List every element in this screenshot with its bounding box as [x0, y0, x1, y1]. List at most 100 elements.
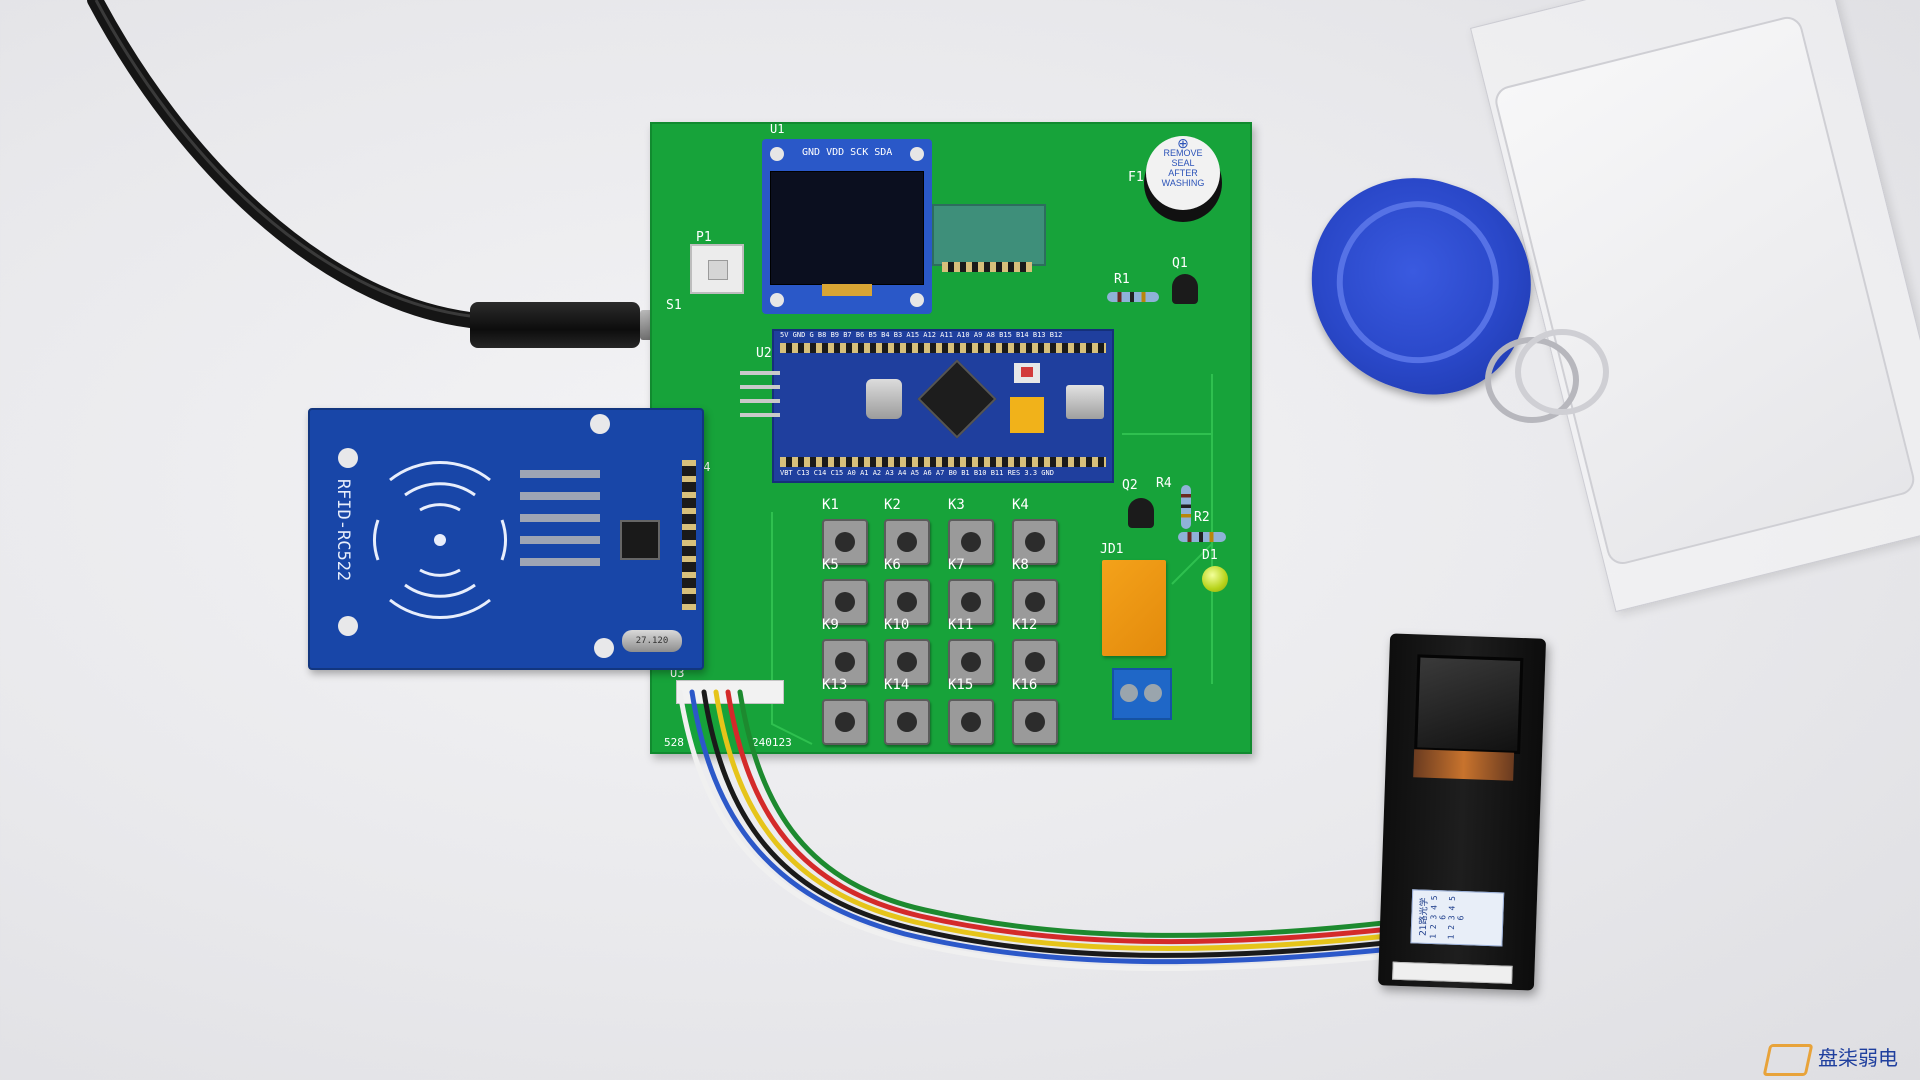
sticker-row1: 1 2 3 4 5 6	[1428, 895, 1448, 939]
transistor-q1	[1172, 274, 1198, 304]
rfid-antenna	[373, 461, 507, 619]
label-jd1: JD1	[1100, 542, 1124, 557]
stm32-reset-button[interactable]	[1014, 363, 1040, 383]
label-k14: K14	[884, 677, 910, 693]
stm32-bottom-pin-labels: VBT C13 C14 C15 A0 A1 A2 A3 A4 A5 A6 A7 …	[780, 469, 1054, 477]
relay-jd1	[1102, 560, 1166, 656]
rfid-smd-block	[520, 470, 600, 580]
label-p1: P1	[696, 230, 712, 245]
fingerprint-window	[1414, 654, 1524, 754]
label-k6: K6	[884, 557, 901, 573]
key-k10[interactable]	[884, 639, 930, 685]
key-k16[interactable]	[1012, 699, 1058, 745]
label-f1: F1	[1128, 170, 1144, 185]
keypad: K1 K2 K3 K4 K5 K6 K7 K8 K9 K10 K11 K12 K…	[812, 497, 1072, 749]
dc-plug	[470, 302, 640, 348]
resistor-r2	[1178, 532, 1226, 542]
watermark: 盘柒弱电	[1762, 1040, 1916, 1076]
serial-left: 528	[664, 736, 684, 749]
label-d1: D1	[1202, 548, 1218, 563]
oled-module: GND VDD SCK SDA	[762, 139, 932, 314]
key-k9[interactable]	[822, 639, 868, 685]
label-k3: K3	[948, 497, 965, 513]
oled-hole	[770, 293, 784, 307]
rfid-crystal-label: 27.120	[635, 636, 669, 646]
rfid-chip	[620, 520, 660, 560]
transistor-q2	[1128, 498, 1154, 528]
key-rings	[1485, 329, 1609, 423]
stm32-board: 5V GND G B8 B9 B7 B6 B5 B4 B3 A15 A12 A1…	[740, 329, 1114, 483]
fingerprint-sticker: 21路光学 1 2 3 4 5 6 1 2 3 4 5 6	[1410, 889, 1505, 947]
buzzer-seal: ⊕ REMOVE SEAL AFTER WASHING	[1146, 136, 1220, 210]
label-s1: S1	[666, 298, 682, 313]
label-k9: K9	[822, 617, 839, 633]
label-k8: K8	[1012, 557, 1029, 573]
key-k8[interactable]	[1012, 579, 1058, 625]
key-k6[interactable]	[884, 579, 930, 625]
terminal-block	[1112, 668, 1172, 720]
serial-right: 240123	[752, 736, 792, 749]
stm32-swd-header	[740, 371, 780, 427]
key-k11[interactable]	[948, 639, 994, 685]
label-r2: R2	[1194, 510, 1210, 525]
label-k11: K11	[948, 617, 974, 633]
main-pcb: GND VDD SCK SDA U1 P1 S1 F1 ⊕ REMOVE SEA…	[650, 122, 1252, 754]
label-k4: K4	[1012, 497, 1029, 513]
header-pins	[942, 262, 1032, 272]
oled-screen	[770, 171, 924, 285]
rfid-module: RFID-RC522 27.120	[308, 408, 704, 670]
oled-ribbon	[822, 284, 872, 296]
oled-hole	[770, 147, 784, 161]
fingerprint-prism	[1413, 749, 1515, 781]
watermark-text: 盘柒弱电	[1818, 1046, 1898, 1070]
key-k14[interactable]	[884, 699, 930, 745]
label-k5: K5	[822, 557, 839, 573]
rfid-hole	[594, 638, 614, 658]
label-k7: K7	[948, 557, 965, 573]
watermark-logo-icon	[1762, 1044, 1814, 1076]
label-k1: K1	[822, 497, 839, 513]
rfid-header	[682, 460, 696, 610]
sticker-row2: 1 2 3 4 5 6	[1446, 895, 1466, 940]
stm32-crystal	[866, 379, 902, 419]
reset-switch[interactable]	[690, 244, 744, 294]
label-r4: R4	[1156, 476, 1172, 491]
rfid-crystal: 27.120	[622, 630, 682, 652]
label-u1: U1	[770, 122, 785, 136]
key-k5[interactable]	[822, 579, 868, 625]
key-k15[interactable]	[948, 699, 994, 745]
key-k2[interactable]	[884, 519, 930, 565]
oled-pin-labels: GND VDD SCK SDA	[802, 147, 893, 158]
key-k12[interactable]	[1012, 639, 1058, 685]
pcb-traces	[771, 374, 1213, 745]
rfid-hole	[338, 448, 358, 468]
buzzer: ⊕ REMOVE SEAL AFTER WASHING	[1144, 136, 1222, 222]
key-k7[interactable]	[948, 579, 994, 625]
led-d1	[1202, 566, 1228, 592]
label-k13: K13	[822, 677, 848, 693]
label-u2: U2	[756, 346, 772, 361]
label-k10: K10	[884, 617, 910, 633]
key-k4[interactable]	[1012, 519, 1058, 565]
fingerprint-sensor: 21路光学 1 2 3 4 5 6 1 2 3 4 5 6	[1377, 633, 1547, 991]
key-k3[interactable]	[948, 519, 994, 565]
label-q1: Q1	[1172, 256, 1188, 271]
stm32-bottom-pins	[780, 457, 1106, 467]
rfid-hole	[338, 616, 358, 636]
stm32-boot-jumpers[interactable]	[1010, 397, 1044, 433]
oled-hole	[910, 147, 924, 161]
label-q2: Q2	[1122, 478, 1138, 493]
label-k15: K15	[948, 677, 974, 693]
key-k1[interactable]	[822, 519, 868, 565]
resistor-r1	[1107, 292, 1159, 302]
label-r1: R1	[1114, 272, 1130, 287]
key-k13[interactable]	[822, 699, 868, 745]
stm32-usb-port[interactable]	[1066, 385, 1104, 419]
oled-hole	[910, 293, 924, 307]
label-k16: K16	[1012, 677, 1038, 693]
stm32-top-pin-labels: 5V GND G B8 B9 B7 B6 B5 B4 B3 A15 A12 A1…	[780, 331, 1063, 339]
stm32-top-pins	[780, 343, 1106, 353]
fingerprint-connector-plug	[1392, 961, 1513, 984]
